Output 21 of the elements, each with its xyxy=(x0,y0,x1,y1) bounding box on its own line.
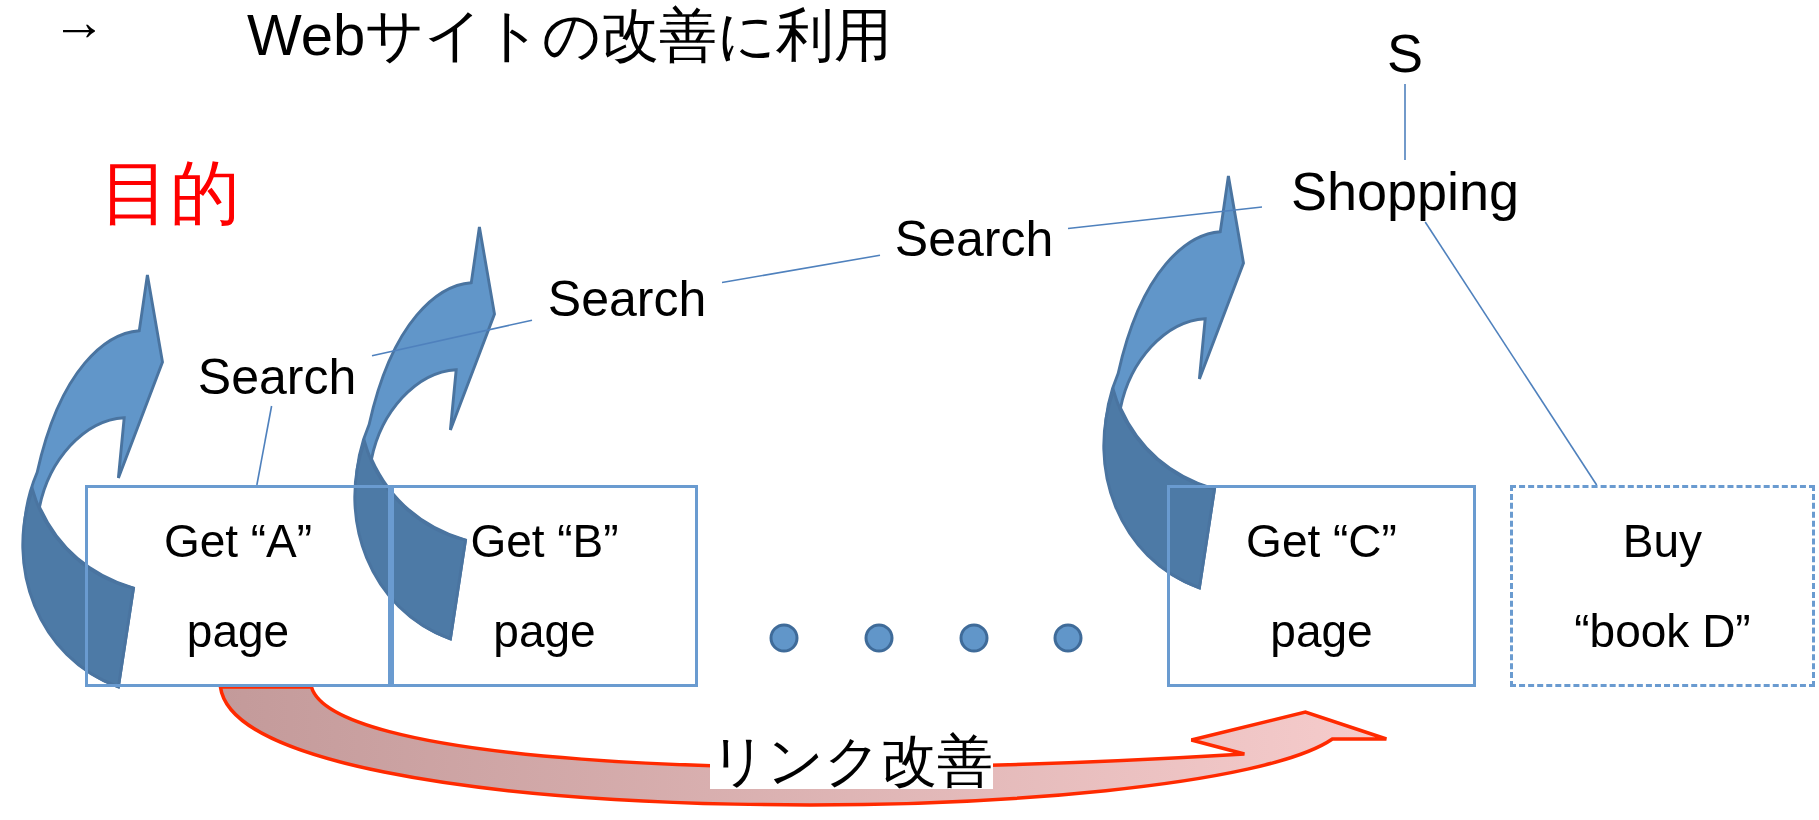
box-text: Buy “book D” xyxy=(1573,514,1752,659)
page-box xyxy=(391,485,698,687)
purpose-label: 目的 xyxy=(100,158,240,228)
page-box xyxy=(1167,485,1476,687)
action-box xyxy=(1510,485,1815,687)
box-text: Get “C” page xyxy=(1245,514,1398,659)
connector-line xyxy=(1067,206,1263,230)
heading-text: Webサイトの改善に利用 xyxy=(247,6,893,64)
box-text: Get “A” page xyxy=(162,514,314,659)
page-box xyxy=(85,485,391,687)
box-text: Get “B” page xyxy=(469,514,620,659)
node-label: S xyxy=(1387,26,1423,80)
connector-line xyxy=(256,405,273,486)
connector-line xyxy=(1404,83,1406,161)
edge-label: リンク改善 xyxy=(709,733,993,789)
connector-line xyxy=(721,254,881,284)
node-label: Search xyxy=(197,352,357,402)
connector-line xyxy=(1424,221,1598,486)
node-label: Search xyxy=(547,274,707,324)
node-label: Search xyxy=(894,214,1054,264)
arrow-symbol: → xyxy=(52,0,106,48)
